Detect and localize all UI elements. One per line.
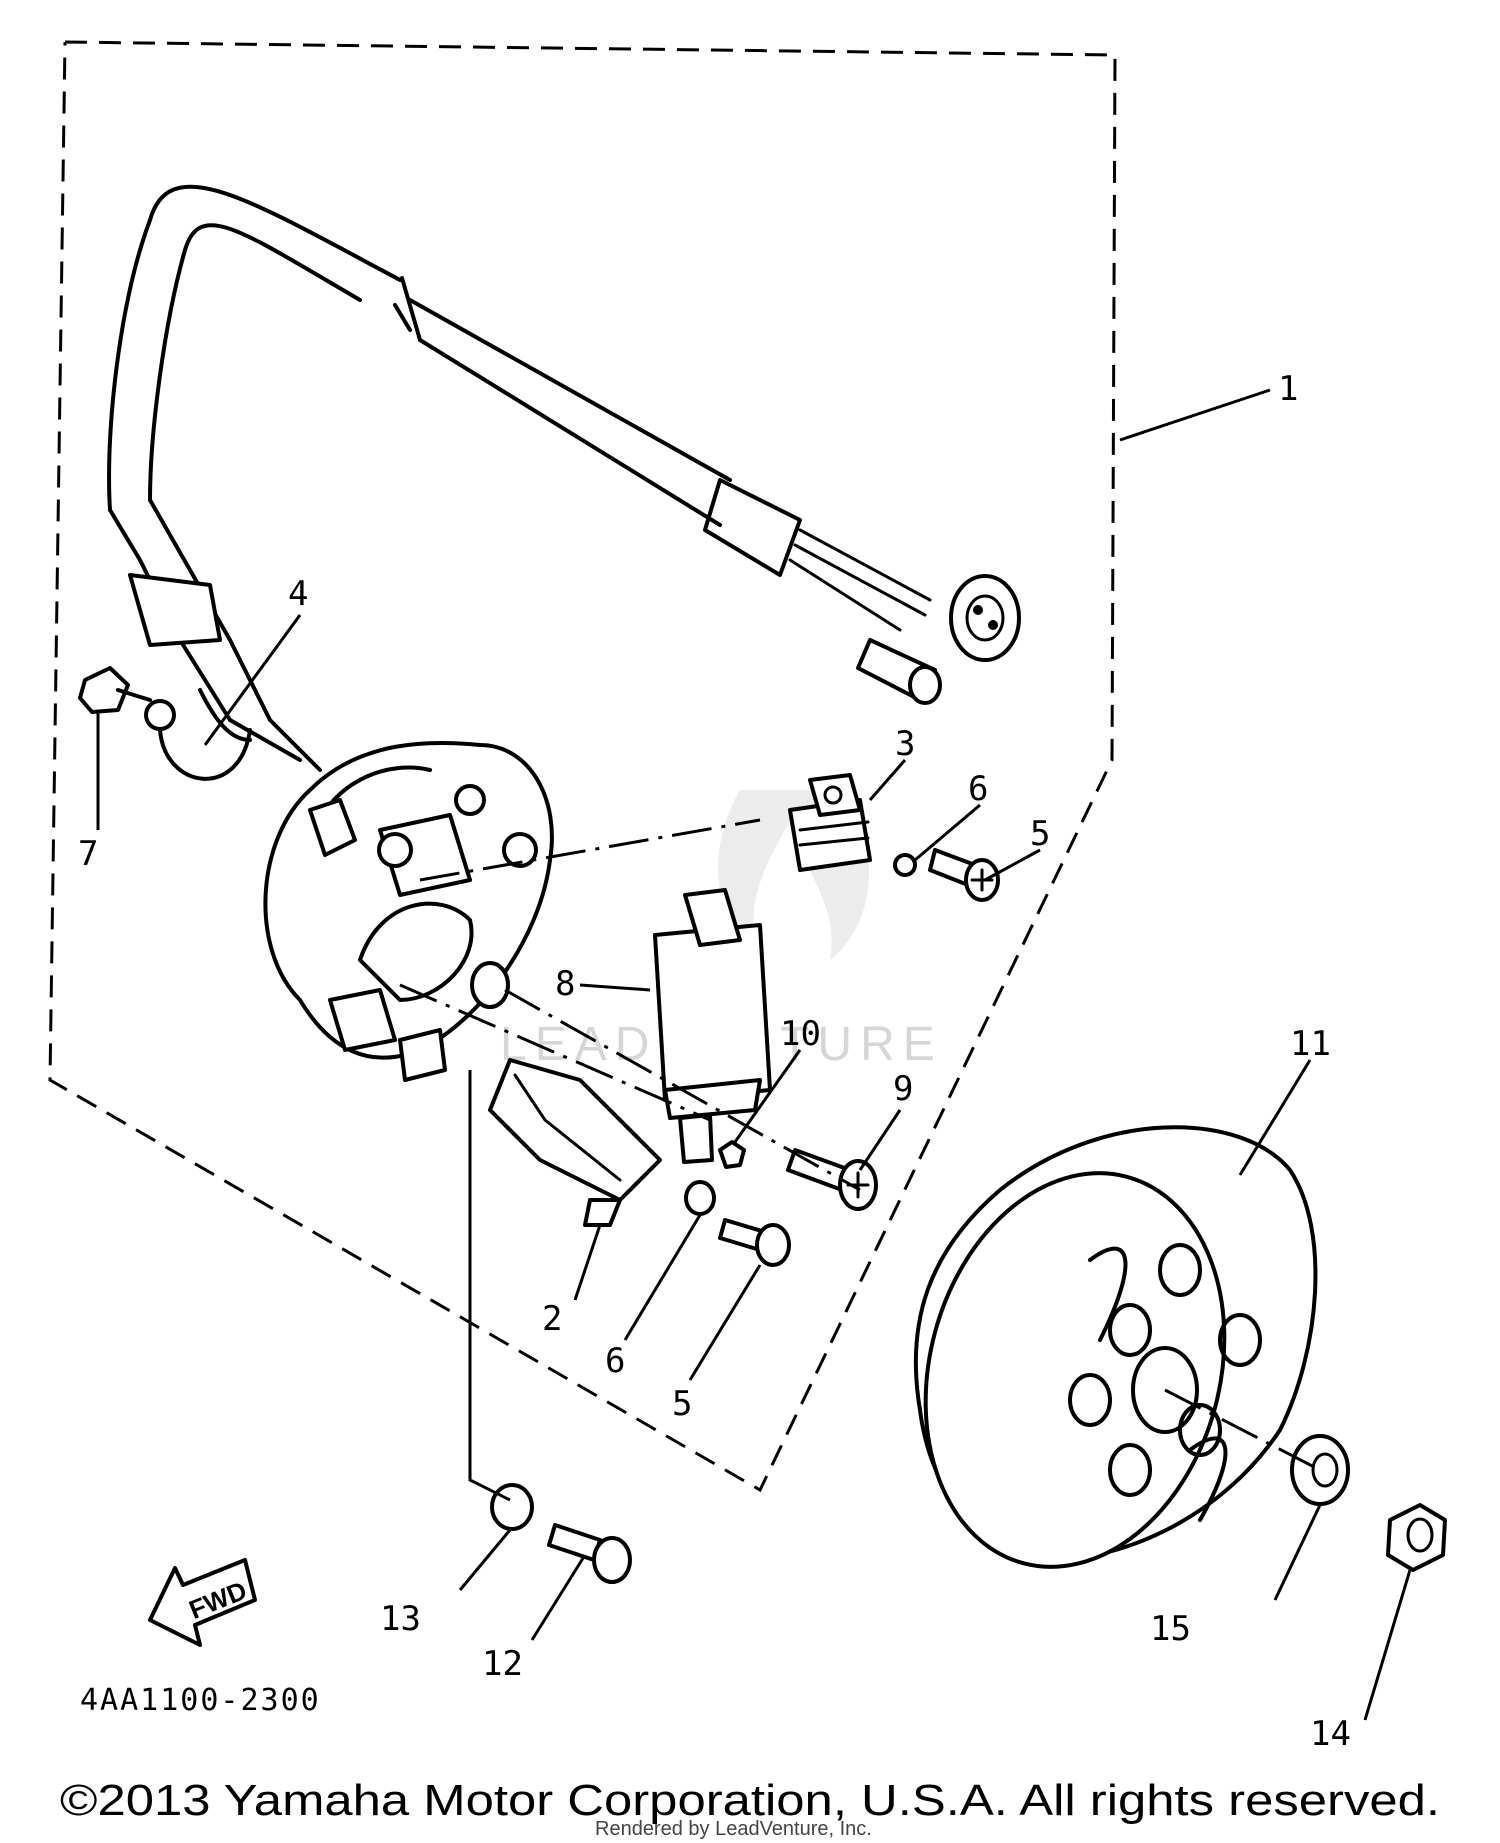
part-2	[488, 1058, 662, 1227]
callout-12: 12	[482, 1644, 523, 1684]
callout-5-upper: 5	[1030, 814, 1050, 854]
part-3	[788, 773, 872, 872]
callout-8: 8	[555, 964, 575, 1004]
callout-2: 2	[542, 1299, 562, 1339]
callout-7: 7	[78, 834, 98, 874]
assembly-boundary	[48, 40, 1117, 1493]
diagram-code: 4AA1100-2300	[80, 1683, 321, 1718]
part-8	[653, 888, 772, 1164]
rendered-by-notice: Rendered by LeadVenture, Inc.	[595, 1818, 872, 1840]
wire-harness	[107, 184, 1021, 772]
callout-10: 10	[780, 1014, 821, 1054]
fwd-arrow-icon: FWD	[148, 1558, 257, 1647]
alignment-lines	[399, 818, 1321, 1502]
callout-9: 9	[893, 1069, 913, 1109]
callout-6-lower: 6	[605, 1341, 625, 1381]
part-15-and-14	[1290, 1434, 1447, 1572]
callout-1: 1	[1278, 369, 1298, 409]
callout-6-upper: 6	[968, 769, 988, 809]
leader-lines	[96, 388, 1412, 1721]
callout-14: 14	[1310, 1714, 1351, 1754]
part-11-flywheel	[913, 1125, 1318, 1569]
callouts: 1 4 3 6 5 7 8 10 9 11 2 6 5 15 14 13 12	[78, 369, 1351, 1754]
callout-11: 11	[1290, 1024, 1331, 1064]
copyright-notice: ©2013 Yamaha Motor Corporation, U.S.A. A…	[60, 1776, 1440, 1825]
callout-3: 3	[895, 724, 915, 764]
callout-15: 15	[1150, 1609, 1191, 1649]
callout-13: 13	[380, 1599, 421, 1639]
callout-4: 4	[288, 574, 308, 614]
bolt-7-and-clamp-4	[78, 666, 252, 781]
callout-5-lower: 5	[672, 1384, 692, 1424]
